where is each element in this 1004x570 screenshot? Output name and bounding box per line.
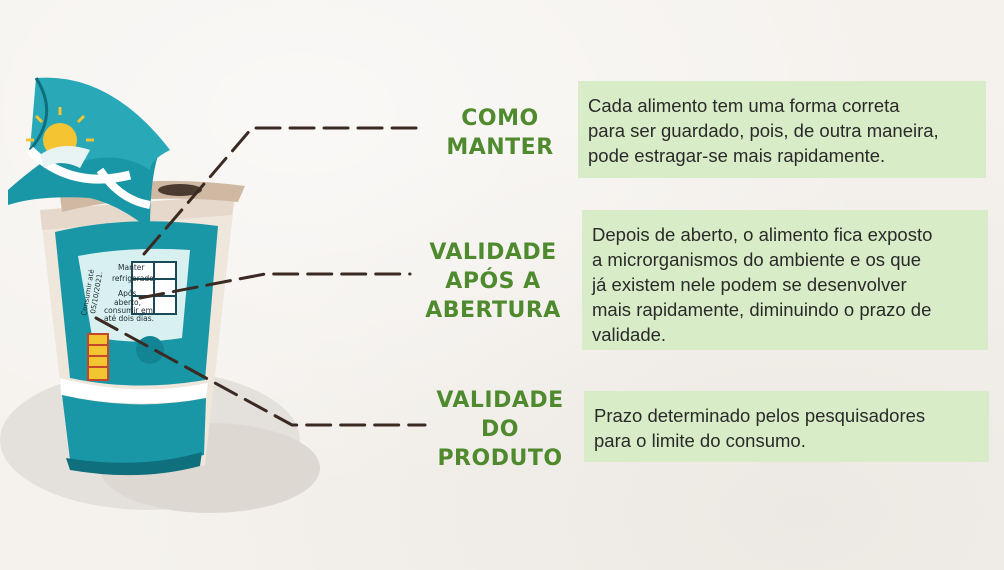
label-validade-do-produto: VALIDADE DO PRODUTO (430, 386, 570, 473)
label-line: PRODUTO (437, 446, 563, 471)
box-line: mais rapidamente, diminuindo o prazo de (592, 299, 932, 320)
box-line: para ser guardado, pois, de outra maneir… (588, 120, 939, 141)
label-line: VALIDADE (429, 240, 557, 265)
leader-lines (94, 126, 427, 427)
label-line: VALIDADE (436, 388, 564, 413)
label-line: ABERTURA (425, 298, 561, 323)
box-line: Prazo determinado pelos pesquisadores (594, 405, 926, 426)
box-validade-apos-abertura: Depois de aberto, o alimento fica expost… (582, 210, 988, 350)
cup-text-apos: Após (118, 289, 136, 298)
leader-como-manter (142, 126, 427, 256)
cup-text-manter: Manter (118, 263, 145, 272)
label-line: COMO (461, 106, 539, 131)
box-line: Cada alimento tem uma forma correta (588, 95, 900, 116)
leader-validade-apos (138, 272, 412, 300)
box-line: a microrganismos do ambiente e os que (592, 249, 922, 270)
box-line: validade. (592, 324, 667, 345)
box-validade-do-produto: Prazo determinado pelos pesquisadores pa… (584, 391, 989, 462)
label-como-manter: COMO MANTER (432, 104, 568, 162)
label-line: MANTER (446, 135, 554, 160)
label-validade-apos-abertura: VALIDADE APÓS A ABERTURA (418, 238, 568, 325)
box-line: para o limite do consumo. (594, 430, 806, 451)
cup-text-refrigerado: refrigerado. (112, 274, 156, 283)
box-line: já existem nele podem se desenvolver (592, 274, 907, 295)
label-line: DO (481, 417, 519, 442)
box-como-manter: Cada alimento tem uma forma correta para… (578, 81, 986, 178)
cup-text-consumir-em: consumir em (104, 306, 153, 315)
cup-text-ate-dias: até dois dias. (104, 314, 154, 323)
label-line: APÓS A (445, 269, 541, 294)
box-line: pode estragar-se mais rapidamente. (588, 145, 886, 166)
cup-text-aberto: aberto, (114, 298, 141, 307)
leader-validade-produto (94, 316, 427, 427)
box-line: Depois de aberto, o alimento fica expost… (592, 224, 933, 245)
